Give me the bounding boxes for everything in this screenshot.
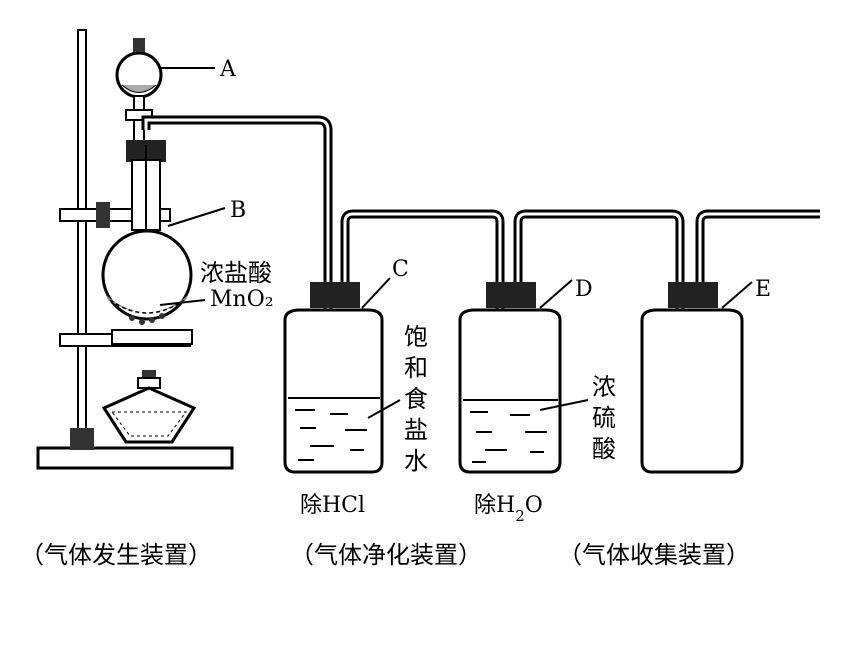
conc-h2so4-label: 浓 硫 酸 <box>592 373 616 463</box>
h2so4-leader <box>539 399 589 411</box>
label-b: B <box>230 198 246 223</box>
label-c-leader <box>361 277 391 309</box>
svg-text:酸: 酸 <box>592 435 616 463</box>
section-purification: （气体净化装置） <box>290 541 482 569</box>
svg-text:饱: 饱 <box>404 323 428 351</box>
brine-leader <box>367 399 401 419</box>
label-c: C <box>392 257 409 282</box>
label-a: A <box>219 57 237 82</box>
label-b-leader <box>167 207 226 227</box>
label-e: E <box>755 277 771 302</box>
label-e-leader <box>721 281 753 309</box>
delivery-tubes <box>141 115 820 455</box>
round-bottom-flask <box>101 140 193 325</box>
svg-text:硫: 硫 <box>592 404 616 432</box>
alcohol-lamp <box>101 370 197 444</box>
label-d-leader <box>539 279 573 309</box>
svg-text:浓: 浓 <box>592 373 616 401</box>
section-generation: （气体发生装置） <box>20 541 212 569</box>
mno2-leader <box>159 299 206 306</box>
retort-stand <box>36 29 234 470</box>
svg-text:和: 和 <box>404 354 428 382</box>
brine-label: 饱 和 食 盐 水 <box>404 323 428 475</box>
section-collection: （气体收集装置） <box>558 541 750 569</box>
conc-hcl-label: 浓盐酸 <box>200 259 272 287</box>
svg-text:盐: 盐 <box>404 416 428 444</box>
label-d: D <box>575 277 593 302</box>
mno2-label: MnO₂ <box>210 287 274 312</box>
remove-h2o-caption: 除H2O <box>474 493 543 525</box>
wash-bottle-d <box>458 282 562 474</box>
remove-hcl-caption: 除HCl <box>300 493 365 518</box>
svg-text:水: 水 <box>404 447 428 475</box>
collection-bottle-e <box>640 282 744 474</box>
separatory-funnel <box>115 38 163 147</box>
svg-text:食: 食 <box>404 385 428 413</box>
wash-bottle-c <box>283 282 384 474</box>
